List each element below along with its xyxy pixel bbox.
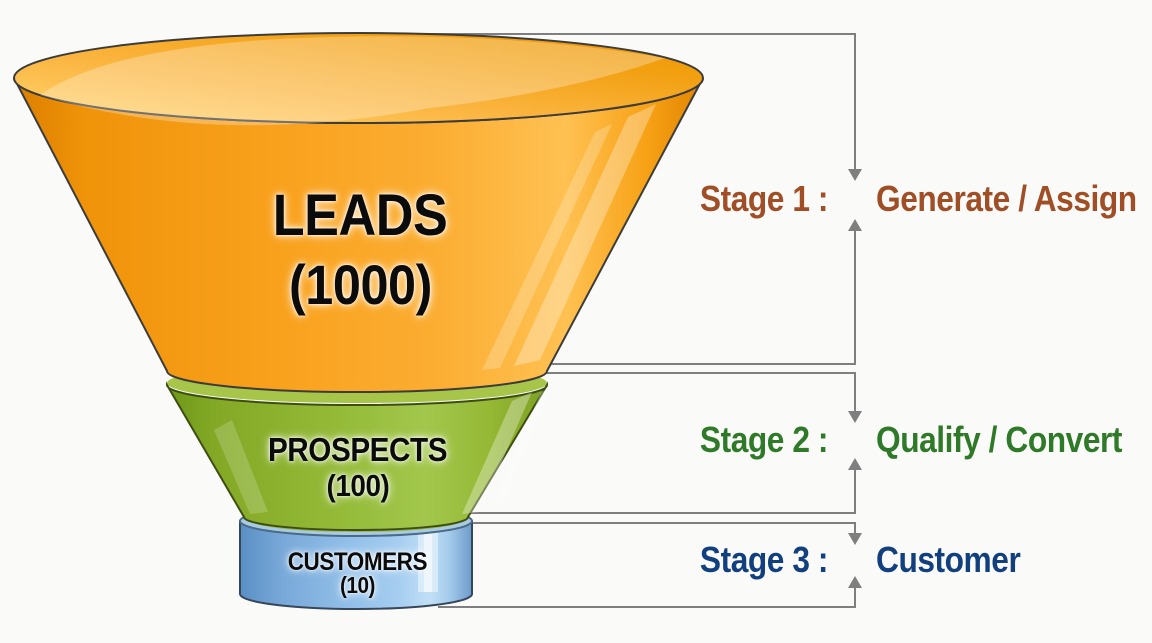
stage-connectors [400,33,856,608]
arrow-down-icon [848,169,862,181]
arrow-up-icon [848,576,862,588]
stage-1-value: Generate / Assign [876,178,1137,219]
funnel-section-leads [13,32,704,393]
stage-arrowheads [848,169,862,588]
stage-3-label: Stage 3 : [699,539,829,580]
stage-1-label: Stage 1 : [699,178,829,219]
stage-2-label: Stage 2 : [699,419,829,460]
arrow-up-icon [848,458,862,470]
stage-2-value: Qualify / Convert [876,419,1123,460]
arrow-down-icon [848,533,862,545]
arrow-up-icon [848,219,862,231]
arrow-down-icon [848,411,862,423]
stage-3-value: Customer [876,539,1021,580]
